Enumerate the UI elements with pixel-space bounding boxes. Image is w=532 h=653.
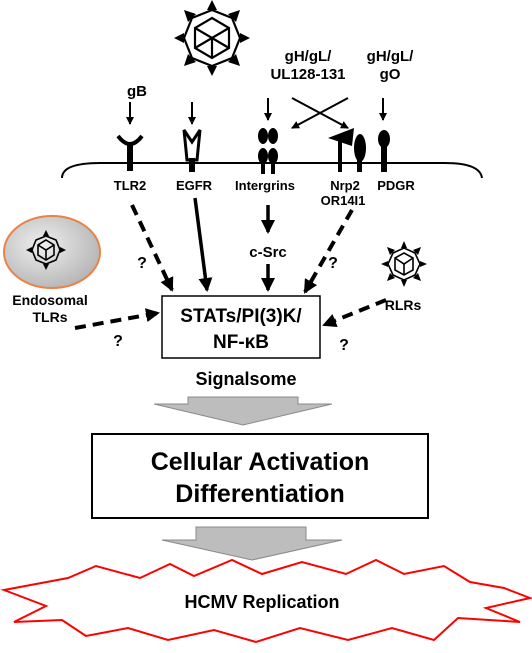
ligand-gh-gl-go-label-line1: gH/gL/ — [367, 48, 414, 65]
ligand-gh-gl-go-label-line2: gO — [380, 66, 401, 83]
dashed-arrows — [74, 204, 387, 330]
uncertain-mark-endosomal: ? — [113, 333, 123, 350]
hub-label-line2: NF-κB — [213, 332, 269, 353]
hcmv-virion-icon — [174, 0, 250, 76]
grey-arrow-to-replication — [161, 526, 343, 561]
receptor-nrp2-label: Nrp2 — [330, 178, 360, 193]
signalsome-hub-box — [161, 295, 321, 359]
activation-label-line2: Differentiation — [175, 480, 344, 508]
tlr2-receptor-icon — [116, 134, 144, 171]
hcmv-replication-label: HCMV Replication — [184, 592, 339, 612]
receptor-tlr2-label: TLR2 — [114, 178, 147, 193]
receptor-pdgr-label: PDGR — [377, 178, 415, 193]
ligand-gb-label: gB — [127, 83, 147, 100]
grey-arrow-to-activation — [153, 396, 333, 426]
pdgr-receptor-icon — [378, 130, 390, 172]
ligand-gh-gl-ul128-label-line2: UL128-131 — [270, 66, 345, 83]
receptor-integrins-label: Intergrins — [235, 178, 295, 193]
uncertain-mark-nrp2: ? — [328, 255, 338, 272]
endosomal-tlrs-label-line2: TLRs — [33, 309, 68, 325]
receptor-egfr-label: EGFR — [176, 178, 213, 193]
uncertain-mark-rlrs: ? — [339, 337, 349, 354]
signalsome-label: Signalsome — [195, 369, 296, 389]
nrp2-receptor-icon — [328, 128, 354, 172]
endosomal-tlrs-label-line1: Endosomal — [12, 292, 87, 308]
integrins-receptor-icon — [258, 128, 278, 174]
egfr-receptor-icon — [182, 129, 202, 172]
csrc-label: c-Src — [249, 244, 287, 261]
endosome-icon — [3, 215, 101, 289]
uncertain-mark-tlr2: ? — [137, 255, 147, 272]
cellular-activation-box — [91, 433, 429, 519]
ligand-gh-gl-ul128-label-line1: gH/gL/ — [285, 48, 332, 65]
ligand-arrows — [126, 97, 387, 129]
rlrs-virion-icon — [381, 241, 427, 287]
rlrs-label: RLRs — [385, 297, 422, 313]
receptor-or14i1-label: OR14I1 — [321, 193, 366, 208]
hub-label-line1: STATs/PI(3)K/ — [180, 306, 302, 327]
hcmv-replication-burst — [0, 558, 532, 644]
solid-arrows — [193, 197, 275, 292]
or14i1-receptor-icon — [354, 134, 366, 172]
activation-label-line1: Cellular Activation — [151, 448, 370, 476]
